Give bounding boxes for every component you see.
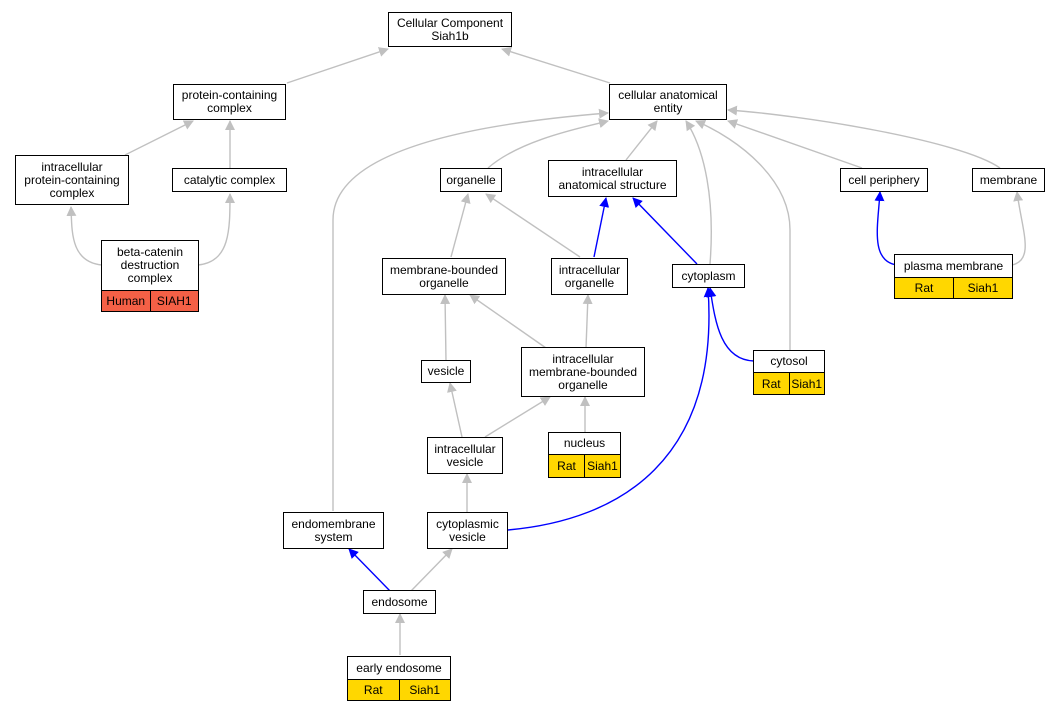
annotation-species-label: Rat xyxy=(761,376,781,391)
edge-intracellular-vesicle-to-vesicle xyxy=(447,382,463,438)
annotation-species-label: Rat xyxy=(557,459,576,473)
node-endomembrane-system[interactable]: endomembrane system xyxy=(283,512,384,549)
edge-organelle-to-anatomical-entity xyxy=(487,118,609,169)
node-intracellular-protein-containing-complex[interactable]: intracellular protein-containing complex xyxy=(15,155,129,205)
annotation-early-endosome: Rat Siah1 xyxy=(347,679,451,701)
node-cellular-anatomical-entity[interactable]: cellular anatomical entity xyxy=(609,84,727,120)
edge-cytoplasm-to-intracellular-structure xyxy=(632,197,698,265)
annotation-nucleus: Rat Siah1 xyxy=(548,454,621,478)
node-cell-periphery[interactable]: cell periphery xyxy=(840,168,928,192)
annotation-species-label: Human xyxy=(106,294,146,308)
edge-membrane-bounded-to-organelle xyxy=(450,193,471,258)
edge-vesicle-to-membrane-bounded xyxy=(440,294,451,362)
annotation-gene-label: Siah1 xyxy=(398,680,451,700)
node-organelle[interactable]: organelle xyxy=(440,168,502,192)
edge-intracellular-structure-to-anatomical-entity xyxy=(625,120,658,161)
annotation-species-label: Rat xyxy=(914,281,934,295)
annotation-gene-label: Siah1 xyxy=(788,373,825,394)
edge-beta-catenin-to-intracellular-protein-complex xyxy=(66,206,103,266)
node-intracellular-organelle[interactable]: intracellular organelle xyxy=(551,258,628,295)
edge-cytoplasmic-vesicle-to-cytoplasm xyxy=(507,287,714,531)
annotation-gene-label: Siah1 xyxy=(584,455,620,477)
annotation-cytosol: Rat Siah1 xyxy=(753,372,825,395)
edge-membrane-to-anatomical-entity xyxy=(727,105,1001,169)
node-early-endosome[interactable]: early endosome xyxy=(347,656,451,680)
edge-intracellular-vesicle-to-intracellular-mbo xyxy=(484,396,551,438)
edge-cytosol-to-anatomical-entity xyxy=(695,119,791,350)
node-beta-catenin-destruction-complex[interactable]: beta-catenin destruction complex xyxy=(101,240,199,290)
edge-intracellular-protein-complex-to-protein-complex xyxy=(124,120,194,156)
node-nucleus[interactable]: nucleus xyxy=(548,432,621,454)
node-endosome[interactable]: endosome xyxy=(363,590,436,614)
node-cytoplasmic-vesicle[interactable]: cytoplasmic vesicle xyxy=(427,512,508,549)
node-cytosol[interactable]: cytosol xyxy=(753,350,825,372)
node-cellular-component-root[interactable]: Cellular Component Siah1b xyxy=(388,12,512,47)
edge-beta-catenin-to-catalytic-complex xyxy=(197,193,235,266)
node-plasma-membrane[interactable]: plasma membrane xyxy=(894,254,1013,278)
edge-plasma-membrane-to-membrane xyxy=(1011,191,1026,266)
node-catalytic-complex[interactable]: catalytic complex xyxy=(172,168,287,192)
edge-intracellular-organelle-to-organelle xyxy=(485,193,581,258)
annotation-gene-label: Siah1 xyxy=(953,278,1012,298)
edge-endosome-to-cytoplasmic-vesicle xyxy=(410,548,453,592)
node-cytoplasm[interactable]: cytoplasm xyxy=(672,264,745,288)
edge-intracellular-mbo-to-intracellular-organelle xyxy=(582,294,593,349)
node-membrane-bounded-organelle[interactable]: membrane-bounded organelle xyxy=(382,258,506,295)
node-membrane[interactable]: membrane xyxy=(972,168,1045,192)
node-vesicle[interactable]: vesicle xyxy=(421,360,471,383)
edge-cytosol-to-cytoplasm xyxy=(706,287,755,362)
edge-cytoplasm-to-anatomical-entity xyxy=(685,120,712,265)
node-protein-containing-complex[interactable]: protein-containing complex xyxy=(173,84,286,120)
edge-cell-periphery-to-anatomical-entity xyxy=(727,119,863,169)
edge-anatomical-entity-to-root xyxy=(501,46,611,84)
node-intracellular-vesicle[interactable]: intracellular vesicle xyxy=(427,437,503,474)
annotation-plasma-membrane: Rat Siah1 xyxy=(894,277,1013,299)
edge-endomembrane-to-anatomical-entity xyxy=(332,108,609,511)
annotation-beta-catenin: Human SIAH1 xyxy=(101,290,199,312)
edge-intracellular-organelle-to-intracellular-structure xyxy=(593,197,610,258)
edge-plasma-membrane-to-cell-periphery xyxy=(874,191,897,266)
edge-endosome-to-endomembrane xyxy=(348,548,391,592)
node-intracellular-membrane-bounded-organelle[interactable]: intracellular membrane-bounded organelle xyxy=(521,347,645,397)
annotation-gene-label: SIAH1 xyxy=(149,291,199,311)
node-intracellular-anatomical-structure[interactable]: intracellular anatomical structure xyxy=(548,160,677,197)
edge-protein-complex-to-root xyxy=(286,47,389,84)
edge-intracellular-mbo-to-membrane-bounded xyxy=(469,294,547,349)
annotation-species-label: Rat xyxy=(363,683,383,697)
